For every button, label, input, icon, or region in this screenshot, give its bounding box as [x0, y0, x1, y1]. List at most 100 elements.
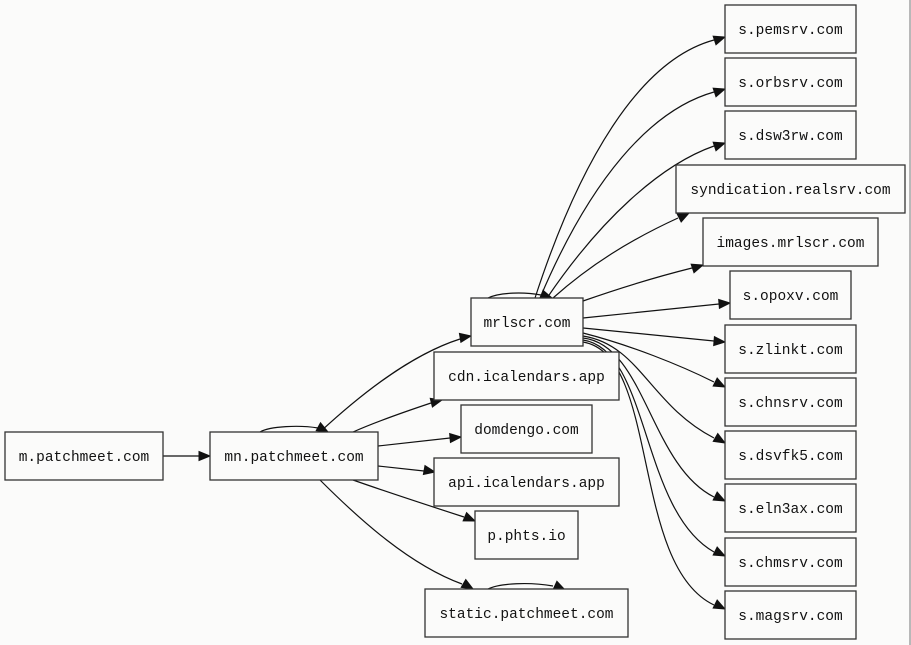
edge: [377, 464, 437, 476]
node-box[interactable]: [724, 324, 857, 374]
node-box[interactable]: [702, 217, 879, 267]
node-box[interactable]: [470, 297, 584, 347]
node-box[interactable]: [433, 351, 620, 401]
arrowhead-icon: [713, 335, 727, 347]
edge: [163, 450, 212, 462]
node-s-eln3ax[interactable]: s.eln3ax.com: [724, 483, 857, 533]
node-cdn-icalendars[interactable]: cdn.icalendars.app: [433, 351, 620, 401]
node-m-patchmeet[interactable]: m.patchmeet.com: [4, 431, 164, 481]
arrowhead-icon: [449, 432, 463, 444]
node-mn-patchmeet[interactable]: mn.patchmeet.com: [209, 431, 379, 481]
edge: [582, 263, 705, 302]
node-box[interactable]: [433, 457, 620, 507]
edge-line: [487, 583, 554, 590]
node-label: m.patchmeet.com: [19, 450, 150, 466]
node-box[interactable]: [460, 404, 593, 454]
arrowhead-icon: [712, 599, 727, 610]
node-label: s.pemsrv.com: [738, 23, 842, 39]
window-edge: [909, 0, 911, 645]
arrowhead-icon: [712, 35, 727, 46]
node-label: mrlscr.com: [483, 316, 570, 332]
node-s-magsrv[interactable]: s.magsrv.com: [724, 590, 857, 640]
arrowhead-icon: [690, 263, 705, 274]
node-mrlscr[interactable]: mrlscr.com: [470, 297, 584, 347]
node-box[interactable]: [724, 57, 857, 107]
node-box[interactable]: [729, 270, 852, 320]
edge: [539, 87, 727, 299]
node-api-icalendars[interactable]: api.icalendars.app: [433, 457, 620, 507]
node-box[interactable]: [724, 430, 857, 480]
edge: [377, 432, 463, 447]
edge-line: [582, 339, 715, 553]
edge-line: [582, 303, 720, 319]
edge-line: [377, 465, 425, 472]
node-box[interactable]: [724, 4, 857, 54]
edge-line: [377, 437, 451, 447]
node-p-phts[interactable]: p.phts.io: [474, 510, 579, 560]
node-label: mn.patchmeet.com: [224, 450, 363, 466]
node-box[interactable]: [209, 431, 379, 481]
node-box[interactable]: [724, 483, 857, 533]
edge: [352, 397, 444, 433]
node-box[interactable]: [675, 164, 906, 214]
node-box[interactable]: [424, 588, 629, 638]
self-loop-edge: [259, 421, 330, 433]
node-label: p.phts.io: [487, 529, 565, 545]
node-label: static.patchmeet.com: [439, 607, 613, 623]
node-domdengo[interactable]: domdengo.com: [460, 404, 593, 454]
edge-line: [552, 217, 679, 299]
edge: [319, 479, 475, 590]
node-s-pemsrv[interactable]: s.pemsrv.com: [724, 4, 857, 54]
node-label: s.dsvfk5.com: [738, 449, 842, 465]
node-box[interactable]: [4, 431, 164, 481]
arrowhead-icon: [458, 332, 473, 344]
edge: [319, 332, 473, 433]
arrowhead-icon: [712, 87, 727, 98]
edges-layer: [163, 35, 732, 610]
edge-line: [534, 39, 715, 299]
node-label: s.magsrv.com: [738, 609, 842, 625]
node-images-mrlscr[interactable]: images.mrlscr.com: [702, 217, 879, 267]
node-s-chmsrv[interactable]: s.chmsrv.com: [724, 537, 857, 587]
edge: [582, 337, 727, 502]
edge-line: [319, 338, 461, 433]
arrowhead-icon: [712, 377, 727, 388]
edge-line: [582, 267, 693, 302]
node-label: s.chnsrv.com: [738, 396, 842, 412]
node-box[interactable]: [474, 510, 579, 560]
node-label: s.eln3ax.com: [738, 502, 842, 518]
edge: [546, 141, 727, 299]
edge-line: [352, 479, 465, 518]
node-s-opoxv[interactable]: s.opoxv.com: [729, 270, 852, 320]
node-s-chnsrv[interactable]: s.chnsrv.com: [724, 377, 857, 427]
arrowhead-icon: [462, 511, 477, 522]
node-label: s.dsw3rw.com: [738, 129, 842, 145]
node-box[interactable]: [724, 377, 857, 427]
arrowhead-icon: [712, 141, 727, 152]
arrowhead-icon: [676, 212, 691, 223]
edge: [582, 339, 727, 557]
edge-line: [582, 337, 715, 498]
edge: [582, 298, 732, 319]
node-box[interactable]: [724, 590, 857, 640]
node-box[interactable]: [724, 537, 857, 587]
arrowhead-icon: [198, 450, 212, 462]
arrowhead-icon: [422, 464, 437, 476]
edge: [534, 35, 727, 299]
node-s-orbsrv[interactable]: s.orbsrv.com: [724, 57, 857, 107]
edge: [552, 212, 691, 299]
node-syndication-realsrv[interactable]: syndication.realsrv.com: [675, 164, 906, 214]
node-box[interactable]: [724, 110, 857, 160]
edge-line: [582, 327, 715, 342]
node-label: domdengo.com: [474, 423, 578, 439]
edge-line: [582, 335, 715, 439]
node-label: s.orbsrv.com: [738, 76, 842, 92]
node-label: s.zlinkt.com: [738, 343, 842, 359]
node-s-dsvfk5[interactable]: s.dsvfk5.com: [724, 430, 857, 480]
node-static-patchmeet[interactable]: static.patchmeet.com: [424, 588, 629, 638]
node-s-zlinkt[interactable]: s.zlinkt.com: [724, 324, 857, 374]
node-s-dsw3rw[interactable]: s.dsw3rw.com: [724, 110, 857, 160]
edge-line: [487, 292, 542, 299]
arrowhead-icon: [718, 298, 732, 310]
